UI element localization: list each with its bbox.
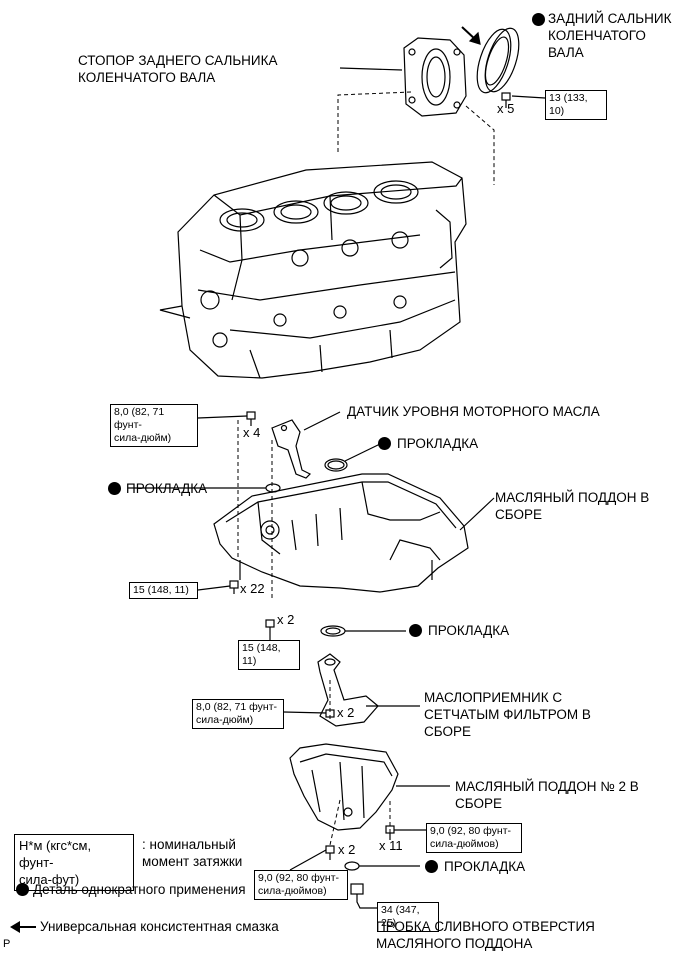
count-pan2-11: x 11 xyxy=(379,838,403,853)
count-rear: x 5 xyxy=(497,101,515,116)
oil-pan-2-drawing xyxy=(289,743,399,831)
legend-torque-desc: : номинальный момент затяжки xyxy=(142,837,243,869)
label-drain-plug: ПРОБКА СЛИВНОГО ОТВЕРСТИЯ МАСЛЯНОГО ПОДД… xyxy=(376,919,595,951)
nonreusable-marker xyxy=(409,624,422,637)
corner-mark: P xyxy=(3,938,11,950)
torque-box-sensor: 8,0 (82, 71 фунт- сила-дюйм) xyxy=(110,404,198,447)
count-pan2-2: x 2 xyxy=(338,842,356,857)
label-gasket-strainer: ПРОКЛАДКА xyxy=(428,623,510,638)
torque-box-pan-b: 15 (148, 11) xyxy=(238,640,300,670)
count-pan-2: x 2 xyxy=(277,612,295,627)
oil-pan-drawing xyxy=(213,473,469,593)
label-oil-pan: МАСЛЯНЫЙ ПОДДОН В СБОРЕ xyxy=(495,490,650,522)
rear-seal-retainer-drawing xyxy=(403,37,467,117)
label-oil-level-sensor: ДАТЧИК УРОВНЯ МОТОРНОГО МАСЛА xyxy=(347,404,600,419)
label-gasket-drain: ПРОКЛАДКА xyxy=(444,859,526,874)
sensor-oring-drawing xyxy=(324,458,348,472)
label-strainer: МАСЛОПРИЕМНИК С СЕТЧАТЫМ ФИЛЬТРОМ В СБОР… xyxy=(424,690,591,739)
drain-gasket-drawing xyxy=(344,861,360,871)
torque-box-rear: 13 (133, 10) xyxy=(545,90,607,120)
legend-torque-box: Н*м (кгс*см, фунт- сила-фут) xyxy=(14,834,134,891)
label-rear-seal-retainer: СТОПОР ЗАДНЕГО САЛЬНИКА КОЛЕНЧАТОГО ВАЛА xyxy=(78,53,278,85)
oil-level-sensor-drawing xyxy=(271,419,312,479)
retainer-bolt xyxy=(501,92,511,108)
engine-block-drawing xyxy=(159,161,467,379)
label-oil-pan-2: МАСЛЯНЫЙ ПОДДОН № 2 В СБОРЕ xyxy=(455,779,639,811)
torque-box-strainer: 8,0 (82, 71 фунт- сила-дюйм) xyxy=(192,699,284,729)
count-pan-22: x 22 xyxy=(240,581,265,596)
legend-nonreusable-icon xyxy=(16,883,29,896)
torque-box-pan2-a: 9,0 (92, 80 фунт- сила-дюймов) xyxy=(254,870,348,900)
label-gasket-sensor: ПРОКЛАДКА xyxy=(397,436,479,451)
nonreusable-marker xyxy=(378,437,391,450)
torque-box-pan-a: 15 (148, 11) xyxy=(129,582,198,599)
count-strainer: x 2 xyxy=(337,705,355,720)
legend-grease-text: Универсальная консистентная смазка xyxy=(40,919,279,934)
torque-box-pan2-b: 9,0 (92, 80 фунт- сила-дюймов) xyxy=(426,823,522,853)
nonreusable-marker xyxy=(425,860,438,873)
legend-nonreusable-text: Деталь однократного применения xyxy=(33,882,246,897)
nonreusable-marker xyxy=(532,13,545,26)
rear-oil-seal-drawing xyxy=(476,27,520,94)
nonreusable-marker xyxy=(108,482,121,495)
label-gasket-washer: ПРОКЛАДКА xyxy=(126,481,208,496)
drain-plug-drawing xyxy=(350,883,364,895)
count-sensor: x 4 xyxy=(243,425,261,440)
label-rear-oil-seal: ЗАДНИЙ САЛЬНИК КОЛЕНЧАТОГО ВАЛА xyxy=(548,11,672,60)
torque-box-drain: 34 (347, 25) xyxy=(377,902,439,932)
